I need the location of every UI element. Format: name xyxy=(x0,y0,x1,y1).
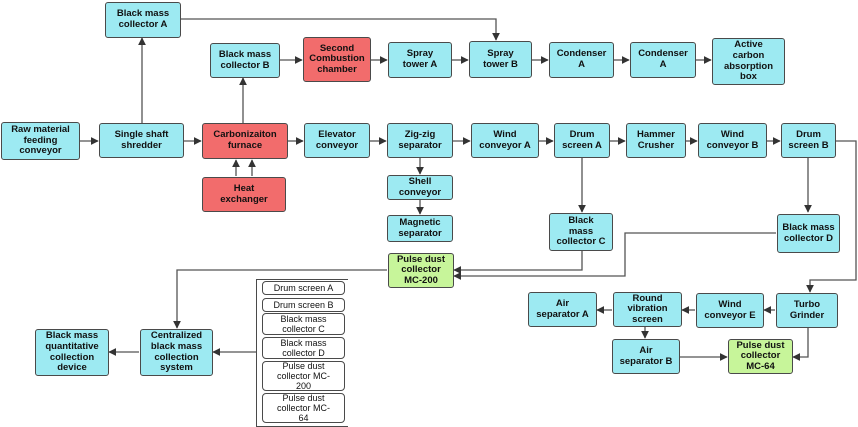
list-item-pulse-dust-collector-mc64: Pulse dust collector MC- 64 xyxy=(262,393,345,423)
node-black-mass-collector-c: Black mass collector C xyxy=(549,213,613,251)
list-item-pulse-dust-collector-mc200: Pulse dust collector MC- 200 xyxy=(262,361,345,391)
node-active-carbon-absorption-box: Active carbon absorption box xyxy=(712,38,785,85)
list-item-drum-screen-a: Drum screen A xyxy=(262,281,345,295)
node-elevator-conveyor: Elevator conveyor xyxy=(304,123,370,158)
node-round-vibration-screen: Round vibration screen xyxy=(613,292,682,327)
node-single-shaft-shredder: Single shaft shredder xyxy=(99,123,184,158)
node-hammer-crusher: Hammer Crusher xyxy=(626,123,686,158)
node-turbo-grinder: Turbo Grinder xyxy=(776,293,838,328)
node-pulse-dust-collector-mc64: Pulse dust collector MC-64 xyxy=(728,339,793,374)
node-black-mass-collector-a: Black mass collector A xyxy=(105,2,181,38)
node-condenser-a-2: Condenser A xyxy=(630,42,696,78)
node-drum-screen-b: Drum screen B xyxy=(781,123,836,158)
node-wind-conveyor-b: Wind conveyor B xyxy=(698,123,767,158)
node-carbonization-furnace: Carbonizaiton furnace xyxy=(202,123,288,159)
arrow-turbo-to-pulse-64 xyxy=(792,328,809,361)
node-air-separator-a: Air separator A xyxy=(528,292,597,327)
arrow-pulse-to-centralized xyxy=(173,269,387,329)
node-black-mass-quantitative-collection-device: Black mass quantitative collection devic… xyxy=(35,329,109,376)
node-heat-exchanger: Heat exchanger xyxy=(202,177,286,212)
node-zigzag-separator: Zig-zig separator xyxy=(387,123,453,158)
arrow-collector-c-to-pulse xyxy=(453,251,583,274)
node-air-separator-b: Air separator B xyxy=(612,339,680,374)
node-raw-material-feeding-conveyor: Raw material feeding conveyor xyxy=(1,122,80,160)
node-shell-conveyor: Shell conveyor xyxy=(387,175,453,200)
arrow-drum-b-to-turbo xyxy=(806,140,857,293)
node-wind-conveyor-e: Wind conveyor E xyxy=(696,293,764,328)
node-spray-tower-a: Spray tower A xyxy=(388,42,452,78)
node-black-mass-collector-b: Black mass collector B xyxy=(210,43,280,78)
arrow-collector-d-to-pulse xyxy=(453,232,776,280)
node-magnetic-separator: Magnetic separator xyxy=(387,215,453,242)
list-item-black-mass-collector-c: Black mass collector C xyxy=(262,313,345,335)
node-centralized-black-mass-collection-system: Centralized black mass collection system xyxy=(140,329,213,376)
node-spray-tower-b: Spray tower B xyxy=(469,41,532,78)
node-second-combustion-chamber: Second Combustion chamber xyxy=(303,37,371,82)
node-black-mass-collector-d: Black mass collector D xyxy=(777,214,840,253)
node-condenser-a-1: Condenser A xyxy=(549,42,614,78)
list-item-black-mass-collector-d: Black mass collector D xyxy=(262,337,345,359)
list-item-drum-screen-b: Drum screen B xyxy=(262,298,345,312)
arrow-collector-a-to-spray-b xyxy=(181,18,500,41)
node-wind-conveyor-a: Wind conveyor A xyxy=(471,123,539,158)
node-drum-screen-a: Drum screen A xyxy=(554,123,610,158)
node-pulse-dust-collector-mc200: Pulse dust collector MC-200 xyxy=(388,253,454,288)
